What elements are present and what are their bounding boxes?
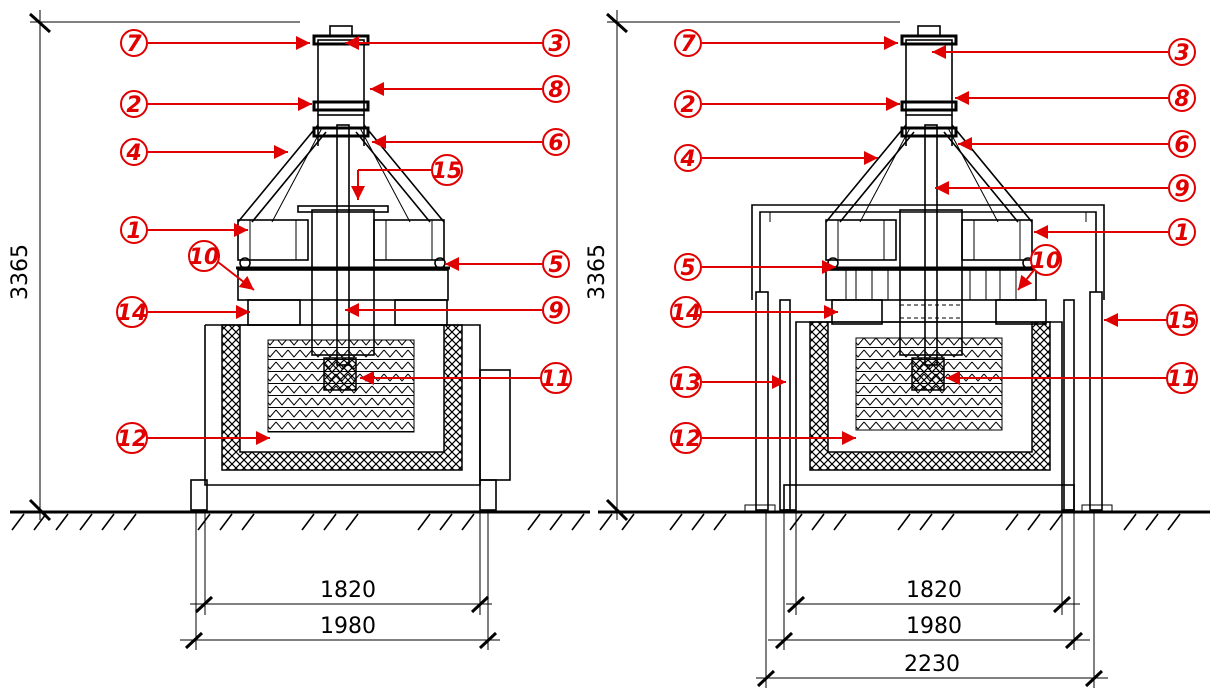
width-dim-2230-right: 2230 (904, 652, 960, 677)
cylinder-right (900, 25, 958, 146)
width-dim-1820-right: 1820 (906, 578, 962, 603)
plug-right (911, 357, 945, 391)
callout-13-right: 13 (670, 366, 702, 398)
insulation-right (809, 321, 1051, 471)
svg-text:8: 8 (548, 78, 563, 103)
upper-body-left (236, 205, 450, 356)
height-dimension-right: 3365 (585, 10, 900, 522)
svg-text:9: 9 (548, 299, 563, 324)
callout-12-left: 12 (116, 422, 148, 454)
svg-text:11: 11 (541, 367, 572, 392)
callout-8-right: 8 (1168, 84, 1196, 112)
svg-text:14: 14 (671, 301, 702, 326)
callout-2-right: 2 (674, 90, 702, 118)
svg-text:4: 4 (679, 147, 695, 172)
callout-3-left: 3 (542, 29, 570, 57)
callout-6-right: 6 (1168, 130, 1196, 158)
callout-11-right: 11 (1166, 362, 1198, 394)
svg-text:1: 1 (126, 219, 141, 244)
width-dim-1980-right: 1980 (906, 614, 962, 639)
svg-text:7: 7 (680, 32, 696, 57)
callout-9-left: 9 (542, 296, 570, 324)
width-dimensions-left: 1820 1980 (180, 510, 500, 650)
svg-text:9: 9 (1174, 177, 1189, 202)
callout-1-left: 1 (120, 216, 148, 244)
svg-text:13: 13 (671, 371, 702, 396)
svg-text:14: 14 (117, 301, 148, 326)
callout-15-right: 15 (1166, 304, 1198, 336)
callout-5-left: 5 (542, 250, 570, 278)
frame-right (744, 204, 1113, 512)
width-dimensions-right: 1820 1980 2230 (756, 512, 1108, 688)
callout-11-left: 11 (540, 362, 572, 394)
width-dim-1980-left: 1980 (320, 614, 376, 639)
svg-text:15: 15 (432, 159, 463, 184)
callout-15-left: 15 (431, 154, 463, 186)
svg-text:8: 8 (1174, 87, 1189, 112)
callout-3-right: 3 (1168, 38, 1196, 66)
svg-text:2: 2 (680, 93, 695, 118)
svg-text:10: 10 (189, 245, 220, 270)
upper-body-right (824, 209, 1047, 356)
struts-right (825, 124, 1033, 223)
svg-text:12: 12 (117, 427, 148, 452)
width-dim-1820-left: 1820 (320, 578, 376, 603)
callout-10-right: 10 (1030, 244, 1062, 276)
height-dim-label: 3365 (585, 244, 610, 300)
callout-4-right: 4 (674, 144, 702, 172)
svg-text:6: 6 (548, 131, 563, 156)
insulation-left (221, 324, 463, 471)
callout-9-right: 9 (1168, 174, 1196, 202)
callout-12-right: 12 (670, 422, 702, 454)
svg-text:7: 7 (126, 32, 142, 57)
callout-6-left: 6 (542, 128, 570, 156)
callout-7-left: 7 (120, 29, 148, 57)
svg-text:4: 4 (125, 141, 141, 166)
shaft-left (336, 124, 350, 366)
callout-10-left: 10 (188, 240, 220, 272)
callouts-right: 7 3 2 8 4 6 9 1 5 10 14 15 13 11 12 (670, 29, 1198, 454)
callout-2-left: 2 (120, 90, 148, 118)
svg-text:1: 1 (1174, 221, 1189, 246)
svg-text:10: 10 (1031, 249, 1062, 274)
callout-4-left: 4 (120, 138, 148, 166)
svg-text:12: 12 (671, 427, 702, 452)
callout-7-right: 7 (674, 29, 702, 57)
svg-text:11: 11 (1167, 367, 1198, 392)
svg-text:6: 6 (1174, 133, 1189, 158)
shaft-right (924, 124, 938, 366)
svg-text:3: 3 (548, 32, 563, 57)
callout-1-right: 1 (1168, 218, 1196, 246)
height-dim-label: 3365 (8, 244, 33, 300)
svg-text:15: 15 (1167, 309, 1198, 334)
callout-14-right: 14 (670, 296, 702, 328)
ground-line-left (10, 510, 590, 531)
right-view: 3365 (585, 10, 1210, 688)
struts-left (237, 124, 445, 223)
svg-text:2: 2 (126, 93, 141, 118)
svg-text:5: 5 (548, 253, 563, 278)
callout-14-left: 14 (116, 296, 148, 328)
svg-text:3: 3 (1174, 41, 1189, 66)
svg-text:5: 5 (680, 256, 695, 281)
plug-left (323, 357, 357, 391)
left-view: 3365 (8, 10, 590, 650)
height-dimension-left: 3365 (8, 10, 300, 522)
callouts-left: 7 3 2 8 4 6 15 1 10 5 14 9 11 12 (116, 29, 572, 454)
callout-8-left: 8 (542, 75, 570, 103)
ground-line-right (598, 510, 1210, 531)
callout-5-right: 5 (674, 253, 702, 281)
